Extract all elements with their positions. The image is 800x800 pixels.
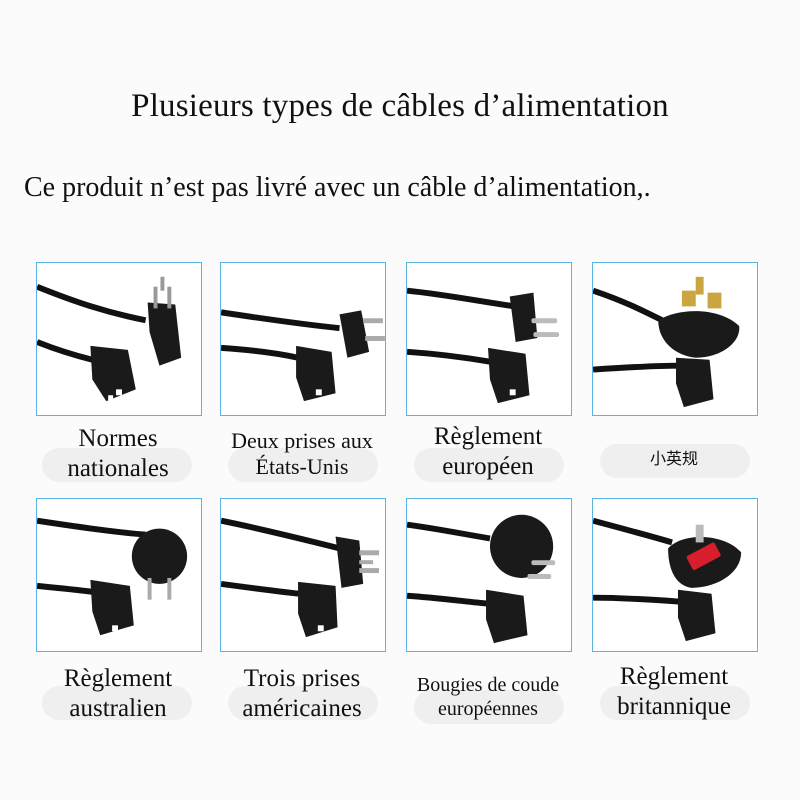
card-australian [36, 498, 202, 652]
card-uk [592, 498, 758, 652]
label-line: britannique [617, 692, 731, 720]
label-pill [600, 444, 750, 478]
card-chinese-plug [36, 262, 202, 416]
label-eu-elbow-plugs: Bougies de coude européennes [398, 674, 578, 721]
label-line: Règlement [63, 665, 173, 692]
small-uk-plug-icon [593, 276, 740, 408]
eu-schuko-plug-icon [407, 514, 556, 644]
label-pill [228, 448, 378, 482]
us-three-prong-plug-icon [221, 517, 379, 638]
label-line: australien [69, 694, 167, 722]
label-line: Bougies de coude [416, 674, 560, 696]
label-line: Trois prises [243, 665, 361, 692]
label-pill [228, 686, 378, 720]
label-pill [42, 686, 192, 720]
label-national-standards: Normes nationales [28, 424, 208, 483]
label-small-uk: 小英规 [584, 449, 764, 469]
label-line: Normes [78, 425, 158, 452]
card-small-uk [592, 262, 758, 416]
label-pill [414, 690, 564, 724]
card-us-three-prong [220, 498, 386, 652]
label-line: Deux prises aux [231, 428, 373, 453]
label-us-three-prong: Trois prises américaines [212, 664, 392, 723]
card-eu-schuko [406, 498, 572, 652]
label-line: nationales [67, 454, 169, 482]
label-australian-regulation: Règlement australien [28, 664, 208, 723]
uk-plug-icon [593, 517, 742, 642]
label-line: américaines [242, 694, 362, 722]
label-line: États-Unis [255, 453, 349, 479]
label-british-regulation: Règlement britannique [584, 662, 764, 721]
label-line: Règlement [619, 663, 729, 690]
card-us-two-prong [220, 262, 386, 416]
label-us-two-prong: Deux prises aux États-Unis [212, 428, 392, 480]
us-two-prong-plug-icon [221, 309, 385, 402]
eu-two-pin-plug-icon [407, 287, 560, 404]
label-line: Règlement [433, 423, 543, 450]
label-eu-regulation: Règlement européen [398, 422, 578, 481]
page-subtitle: Ce produit n’est pas livré avec un câble… [24, 172, 651, 203]
label-line: européen [442, 452, 534, 480]
chinese-plug-icon [37, 276, 182, 402]
card-eu-two-pin [406, 262, 572, 416]
label-pill [414, 448, 564, 482]
label-pill [600, 686, 750, 720]
page-title: Plusieurs types de câbles d’alimentation [131, 88, 669, 124]
label-line: européennes [438, 697, 538, 720]
label-pill [42, 448, 192, 482]
australian-plug-icon [37, 517, 188, 636]
label-line: 小英规 [649, 449, 698, 468]
